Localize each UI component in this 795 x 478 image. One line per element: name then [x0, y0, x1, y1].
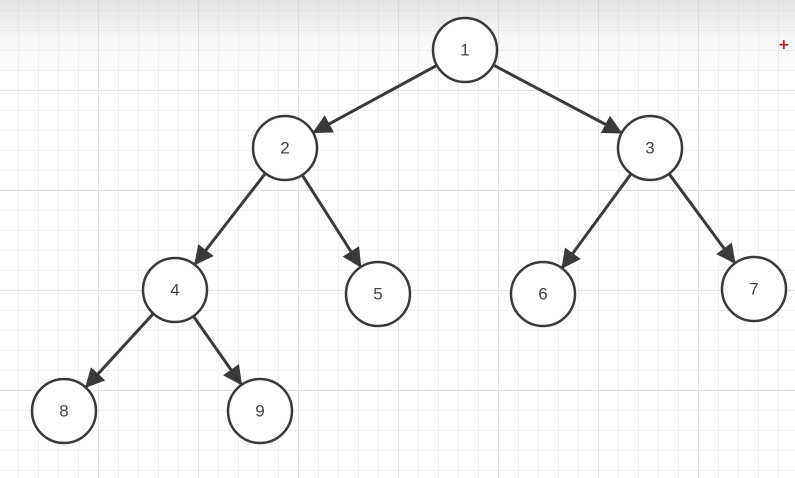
edge-2-4: [194, 173, 266, 266]
edge-4-8: [84, 313, 154, 389]
edge-1-3: [493, 64, 623, 134]
tree-node-9[interactable]: 9: [226, 377, 294, 445]
edge-4-9: [192, 316, 243, 386]
tree-node-3[interactable]: 3: [616, 114, 684, 182]
node-label-6: 6: [538, 285, 547, 304]
edge-2-5: [301, 175, 362, 268]
node-label-2: 2: [280, 139, 289, 158]
edge-layer: [84, 64, 736, 389]
edge-1-2: [312, 64, 437, 134]
tree-node-6[interactable]: 6: [509, 260, 577, 328]
node-label-4: 4: [170, 281, 179, 300]
node-label-1: 1: [460, 41, 469, 60]
tree-node-5[interactable]: 5: [344, 260, 412, 328]
node-label-7: 7: [749, 280, 758, 299]
tree-node-4[interactable]: 4: [141, 256, 209, 324]
tree-node-1[interactable]: 1: [431, 16, 499, 84]
edge-3-6: [561, 173, 632, 269]
tree-node-7[interactable]: 7: [720, 255, 788, 323]
edge-3-7: [668, 173, 736, 265]
tree-node-8[interactable]: 8: [30, 377, 98, 445]
tree-node-2[interactable]: 2: [251, 114, 319, 182]
node-label-9: 9: [255, 402, 264, 421]
node-label-5: 5: [373, 285, 382, 304]
node-label-8: 8: [59, 402, 68, 421]
add-marker-icon[interactable]: +: [778, 37, 790, 53]
node-label-3: 3: [645, 139, 654, 158]
